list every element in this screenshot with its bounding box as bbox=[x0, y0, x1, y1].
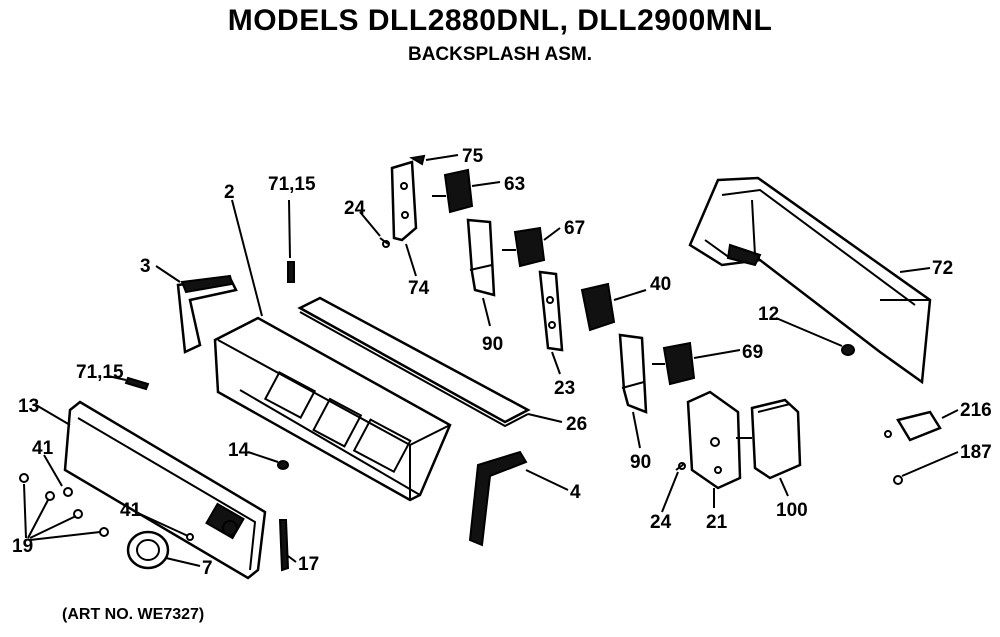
callout-7: 7 bbox=[202, 558, 213, 579]
part-2-backsplash-frame bbox=[213, 316, 452, 502]
callout-14: 14 bbox=[228, 440, 250, 461]
part-40-switch bbox=[580, 282, 616, 332]
callout-21: 21 bbox=[706, 512, 728, 533]
callout-3: 3 bbox=[140, 256, 151, 277]
callout-17: 17 bbox=[298, 554, 319, 575]
callout-12: 12 bbox=[758, 304, 779, 325]
callout-2: 2 bbox=[224, 182, 235, 203]
callout-90: 90 bbox=[482, 334, 503, 355]
callout-67: 67 bbox=[564, 218, 585, 239]
part-69-switch bbox=[652, 341, 696, 386]
callout-63: 63 bbox=[504, 174, 525, 195]
callout-75: 75 bbox=[462, 146, 484, 167]
small-fasteners bbox=[19, 237, 903, 541]
part-21-board bbox=[686, 390, 742, 490]
callout-24: 24 bbox=[344, 198, 366, 219]
part-7-knob bbox=[126, 530, 170, 570]
part-63-switch bbox=[432, 168, 474, 214]
callout-23: 23 bbox=[554, 378, 575, 399]
leader-lines bbox=[23, 154, 959, 567]
callout-40: 40 bbox=[650, 274, 671, 295]
callout-72: 72 bbox=[932, 258, 953, 279]
callout-100: 100 bbox=[776, 500, 808, 521]
callout-13: 13 bbox=[18, 396, 39, 417]
part-67-switch bbox=[502, 226, 546, 268]
callout-24-lower: 24 bbox=[650, 512, 672, 533]
callout-69: 69 bbox=[742, 342, 763, 363]
callout-19: 19 bbox=[12, 536, 33, 557]
part-72-backsplash-cover bbox=[688, 176, 932, 385]
callout-4: 4 bbox=[570, 482, 581, 503]
callout-41-lower: 41 bbox=[120, 500, 142, 521]
callout-71-15: 71,15 bbox=[268, 174, 316, 195]
part-216-hinge bbox=[884, 410, 942, 442]
part-100-timer bbox=[736, 398, 802, 480]
part-13-control-panel bbox=[63, 400, 267, 580]
part-23-plate bbox=[538, 270, 564, 352]
callout-71-15-lower: 71,15 bbox=[76, 362, 124, 383]
part-90-bracket-lower bbox=[618, 333, 648, 414]
diagram-title: MODELS DLL2880DNL, DLL2900MNL bbox=[227, 4, 773, 37]
diagram-subtitle: BACKSPLASH ASM. bbox=[407, 44, 593, 65]
part-3-end-bracket bbox=[176, 274, 238, 354]
callout-216: 216 bbox=[960, 400, 992, 421]
callout-41: 41 bbox=[32, 438, 54, 459]
callout-90-lower: 90 bbox=[630, 452, 651, 473]
part-26-top-strip bbox=[297, 296, 531, 428]
part-74-mounting-bracket bbox=[390, 154, 426, 242]
part-17-lever bbox=[278, 519, 290, 572]
callout-74: 74 bbox=[408, 278, 430, 299]
part-4-end-bracket bbox=[468, 450, 528, 547]
callout-26: 26 bbox=[566, 414, 587, 435]
callout-labels: 75 63 24 74 2 71,15 67 90 3 40 23 72 12 … bbox=[12, 146, 992, 579]
callout-187: 187 bbox=[960, 442, 992, 463]
part-90-bracket-upper bbox=[466, 218, 496, 297]
art-number: (ART NO. WE7327) bbox=[62, 606, 205, 623]
